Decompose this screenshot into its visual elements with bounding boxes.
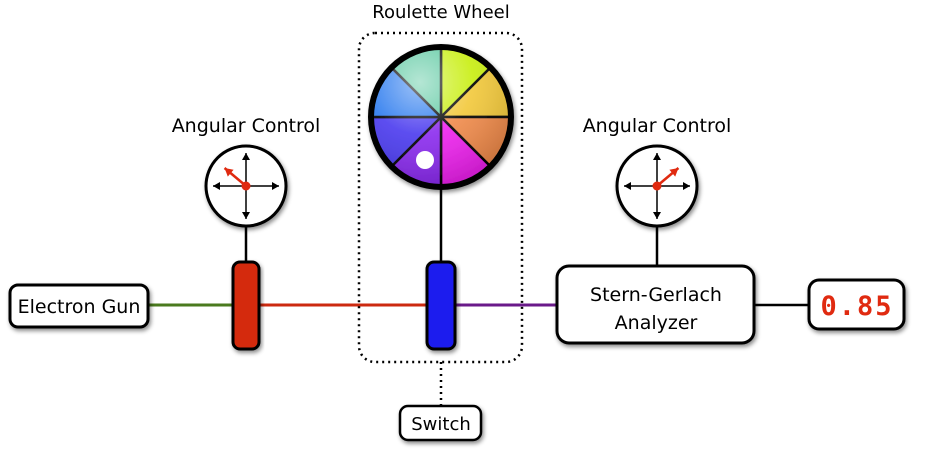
readout-value: 0.85 [820,291,893,322]
roulette-wheel-label: Roulette Wheel [372,2,509,23]
angle-needle-left [223,167,251,191]
analyzer-label-line1: Stern-Gerlach [590,284,722,306]
stern-gerlach-analyzer-box [555,264,756,345]
angle-needle-right [652,167,680,191]
roulette-wheel [368,44,514,190]
switch-element [425,260,457,351]
roulette-ball [416,151,434,169]
switch-label: Switch [411,414,471,435]
readout-display [807,278,906,331]
electron-gun-box [8,283,150,329]
left-polarizer [231,260,261,351]
analyzer-label-line2: Analyzer [615,312,698,334]
electron-gun-label: Electron Gun [18,296,141,318]
switch-label-box [398,404,483,442]
angular-control-left-label: Angular Control [172,115,321,137]
angular-control-right-label: Angular Control [583,115,732,137]
crosshair-arrows-left-icon [213,153,279,219]
